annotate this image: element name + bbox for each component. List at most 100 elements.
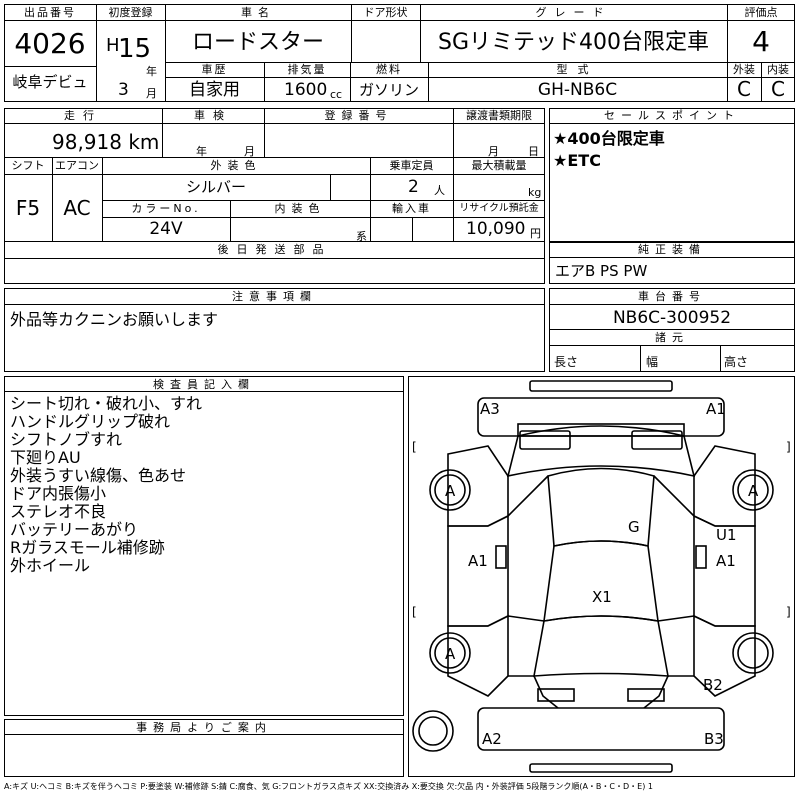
car-damage-diagram: [[ ]] A3 A1 A A G U1 A1 A1 X1 A B2 A2 B3 (412, 380, 791, 773)
details-section (4, 108, 545, 284)
damage-mark: A2 (482, 730, 502, 748)
fuel-label: 燃料 (376, 63, 402, 76)
exterior-grade: C (737, 77, 751, 101)
exterior-grade-label: 外装 (733, 63, 755, 76)
equipment-section (549, 241, 795, 284)
exterior-color: シルバー (185, 178, 246, 196)
year-unit: 年 (146, 65, 157, 78)
damage-mark: U1 (716, 526, 737, 544)
car-name: ロードスター (191, 30, 324, 55)
damage-mark: X1 (592, 588, 612, 606)
svg-text:[: [ (412, 605, 417, 619)
car-name-label: 車名 (241, 6, 275, 19)
notes-label: 注意事項欄 (232, 290, 317, 303)
capacity: 2 (408, 177, 419, 197)
list-item: 下廻りAU (10, 448, 81, 467)
later-parts-label: 後日発送部品 (217, 243, 332, 256)
damage-mark: A1 (468, 552, 488, 570)
grade: SGリミテッド400台限定車 (437, 30, 709, 55)
damage-mark: A1 (706, 400, 726, 418)
list-item: ステレオ不良 (10, 502, 107, 521)
mileage: 98,918 km (52, 130, 160, 154)
interior-color-label: 内装色 (274, 202, 326, 215)
damage-diagram-frame (408, 376, 795, 777)
damage-mark: A (748, 482, 759, 500)
transfer-month-unit: 月 (488, 145, 499, 158)
score-label: 評価点 (744, 6, 778, 19)
equipment-value: エアB PS PW (555, 262, 648, 280)
exterior-color-label: 外装色 (210, 159, 262, 172)
damage-mark: G (628, 518, 640, 536)
recycle-fee: 10,090 (466, 219, 526, 239)
damage-legend: A:キズ U:ヘコミ B:キズを伴うヘコミ P:要塗装 W:補修跡 S:錆 C:… (4, 782, 653, 791)
damage-mark: A3 (480, 400, 500, 418)
list-item: Rガラスモール補修跡 (10, 538, 165, 557)
svg-text:]: ] (786, 440, 791, 454)
list-item: ハンドルグリップ破れ (10, 412, 171, 431)
inspection-label: 車検 (194, 109, 232, 122)
list-item: ドア内張傷小 (10, 484, 107, 503)
sales-points-section (549, 108, 795, 243)
list-item: シート切れ・破れ小、すれ (10, 394, 203, 413)
recycle-fee-unit: 円 (530, 227, 541, 240)
registration-year: 15 (118, 34, 152, 64)
shift: F5 (15, 196, 41, 220)
damage-mark: B2 (703, 676, 723, 694)
svg-text:]: ] (786, 605, 791, 619)
model-code: GH-NB6C (537, 80, 618, 100)
max-load-label: 最大積載量 (471, 159, 527, 172)
chassis-number-label: 車台番号 (638, 290, 706, 303)
month-unit: 月 (146, 87, 157, 100)
recycle-label: リサイクル預託金 (459, 203, 539, 214)
lot-number-label: 出品番号 (24, 6, 76, 19)
sales-point-item: ★400台限定車 (553, 129, 665, 148)
overall-score: 4 (752, 25, 770, 58)
transfer-day-unit: 日 (528, 145, 539, 158)
aircon-label: エアコン (55, 159, 99, 172)
interior-color-unit: 系 (356, 230, 367, 243)
model-code-label: 型式 (556, 63, 599, 76)
transfer-deadline-label: 譲渡書類期限 (466, 109, 532, 122)
displacement: 1600 (284, 80, 328, 100)
sales-points-label: セールスポイント (604, 109, 740, 122)
mileage-label: 走行 (64, 109, 102, 122)
displacement-unit: cc (330, 88, 343, 101)
height-label: 高さ (724, 355, 749, 369)
registration-number-label: 登録番号 (324, 109, 393, 122)
registration-month: 3 (118, 80, 129, 100)
color-number: 24V (149, 219, 183, 239)
svg-text:[: [ (412, 440, 417, 454)
chassis-number: NB6C-300952 (612, 308, 732, 328)
width-label: 幅 (646, 355, 659, 369)
sales-point-item: ★ETC (553, 151, 601, 170)
inspector-notes-list: シート切れ・破れ小、すれ ハンドルグリップ破れ シフトノブすれ 下廻りAU 外装… (10, 395, 202, 575)
list-item: 外装うすい線傷、色あせ (10, 466, 187, 485)
era-value: H (106, 35, 120, 56)
dimensions-label: 諸元 (655, 331, 689, 344)
damage-mark: A (445, 482, 456, 500)
inspection-month-unit: 月 (244, 145, 255, 158)
list-item: シフトノブすれ (10, 430, 123, 449)
chassis-section (549, 288, 795, 372)
office-label: 事務局よりご案内 (136, 721, 272, 734)
max-load-unit: kg (528, 186, 542, 199)
grade-label: グレード (535, 6, 612, 19)
notes-section (4, 288, 545, 372)
auction-venue: 岐阜デビュ (12, 73, 88, 91)
interior-grade: C (771, 77, 785, 101)
equipment-label: 純正装備 (638, 243, 706, 256)
import-label: 輸入車 (392, 202, 431, 215)
inspector-section (4, 376, 404, 716)
vehicle-history: 自家用 (189, 80, 240, 100)
capacity-label: 乗車定員 (389, 159, 434, 172)
inspector-label: 検査員記入欄 (153, 378, 255, 391)
shift-label: シフト (11, 159, 45, 172)
lot-number: 4026 (14, 27, 86, 60)
door-type-label: ドア形状 (363, 6, 408, 19)
interior-grade-label: 内装 (767, 63, 789, 76)
fuel-type: ガソリン (358, 81, 419, 99)
notes-value: 外品等カクニンお願いします (10, 310, 219, 329)
office-section (4, 719, 404, 777)
list-item: 外ホイール (10, 556, 91, 575)
damage-mark: A1 (716, 552, 736, 570)
